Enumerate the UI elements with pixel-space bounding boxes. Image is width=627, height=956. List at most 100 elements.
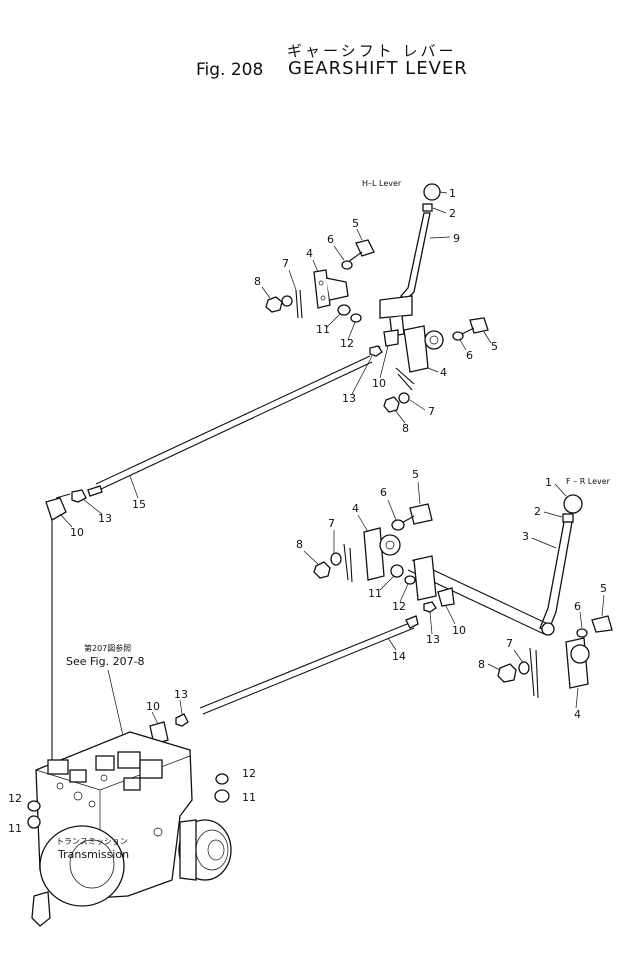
title-japanese: ギャーシフト レバー: [287, 42, 457, 60]
nut-13-upper: [369, 345, 383, 357]
washer-6-upper-right: [452, 331, 464, 341]
callout-11a: 11: [316, 323, 330, 336]
callout-1: 1: [449, 187, 456, 200]
see-fig-reference: 第207図参照 See Fig. 207-8: [66, 643, 145, 741]
loose-hardware: 12 11 12 11: [8, 767, 256, 835]
rod-15: 15: [87, 355, 373, 511]
transmission-japanese: トランスミッション: [56, 837, 128, 846]
nut-11-right: [214, 789, 230, 803]
bolt-5-upper: [355, 239, 375, 257]
washer-6-fr-right: [576, 628, 588, 638]
callout-8b: 8: [402, 422, 409, 435]
callout-12d: 12: [242, 767, 256, 780]
nut-11-left: [27, 815, 41, 829]
callout-4d: 4: [574, 708, 581, 721]
washer-6-fr-upper: [391, 519, 405, 531]
callout-6d: 6: [574, 600, 581, 613]
see-fig-label: See Fig. 207-8: [66, 655, 145, 668]
nut-11-upper: [337, 304, 351, 316]
callout-2: 2: [449, 207, 456, 220]
washer-8-fr-right: [518, 661, 530, 675]
bolt-5-upper-right: [469, 317, 489, 334]
hl-lever-9: [400, 212, 431, 301]
knob-1-fr: [563, 494, 583, 514]
callout-12c: 12: [8, 792, 22, 805]
callout-13c: 13: [426, 633, 440, 646]
transmission-label: Transmission: [57, 848, 129, 861]
callout-6a: 6: [327, 233, 334, 246]
cotter-pin-7-fr-left: [343, 543, 353, 583]
callout-12a: 12: [340, 337, 354, 350]
callout-5b: 5: [491, 340, 498, 353]
callout-4c: 4: [352, 502, 359, 515]
washer-6-upper: [341, 260, 353, 270]
lower-left-joint: 10 13: [45, 489, 112, 770]
callout-7b: 7: [428, 405, 435, 418]
nut-13-lower: [175, 713, 189, 727]
nut-8-upper-right: [383, 396, 400, 413]
figure-title: GEARSHIFT LEVER: [288, 58, 468, 79]
callout-11c: 11: [8, 822, 22, 835]
callout-10b: 10: [70, 526, 84, 539]
bracket-4-fr-left: [363, 527, 385, 581]
ball-joint-10-left: [45, 497, 67, 521]
callout-6b: 6: [466, 349, 473, 362]
figure-number: Fig. 208: [196, 60, 264, 80]
bracket-4-upper-right: [403, 325, 429, 373]
cotter-pin-7-upper: [295, 289, 303, 319]
callout-4b: 4: [440, 366, 447, 379]
hl-lever-assembly: H–L Lever 1 2 9 5 6 4 7: [254, 179, 498, 435]
callout-8c: 8: [296, 538, 303, 551]
cotter-pin-7-upper-right: [395, 367, 415, 391]
callout-4a: 4: [306, 247, 313, 260]
hl-lever-label: H–L Lever: [362, 179, 402, 188]
callout-14: 14: [392, 650, 406, 663]
nut-8-upper: [265, 296, 283, 313]
nut-2: [422, 203, 433, 212]
fr-lever-assembly: F – R Lever 1 2 3 5 6 4 7: [296, 468, 613, 721]
ball-joint-10-fr: [437, 587, 455, 607]
cotter-pin-7-fr-right: [529, 647, 539, 699]
see-fig-japanese: 第207図参照: [84, 643, 131, 653]
nut-8-fr-right: [497, 663, 517, 683]
rod-14: 14 13 10: [146, 615, 419, 745]
knob-1: [423, 183, 441, 201]
callout-10d: 10: [146, 700, 160, 713]
bolt-5-fr-upper: [409, 503, 433, 525]
callout-2b: 2: [534, 505, 541, 518]
washer-12-fr: [404, 575, 416, 585]
callout-7c: 7: [328, 517, 335, 530]
callout-5c: 5: [412, 468, 419, 481]
callout-10a: 10: [372, 377, 386, 390]
callout-11d: 11: [242, 791, 256, 804]
nut-13-fr: [423, 601, 437, 613]
callout-10c: 10: [452, 624, 466, 637]
washer-8-upper: [281, 295, 293, 307]
callout-15: 15: [132, 498, 146, 511]
ball-joint-10-upper: [383, 329, 399, 347]
fr-lever-label: F – R Lever: [566, 477, 611, 486]
callout-1b: 1: [545, 476, 552, 489]
washer-8-upper-right: [398, 392, 410, 404]
callout-3: 3: [522, 530, 529, 543]
transmission-housing: トランスミッション Transmission: [31, 731, 232, 927]
callout-7a: 7: [282, 257, 289, 270]
callout-13a: 13: [342, 392, 356, 405]
washer-12-left: [27, 800, 41, 812]
callout-5a: 5: [352, 217, 359, 230]
callout-6c: 6: [380, 486, 387, 499]
nut-2-fr: [562, 513, 574, 523]
callout-13d: 13: [174, 688, 188, 701]
callout-11b: 11: [368, 587, 382, 600]
callout-12b: 12: [392, 600, 406, 613]
callout-7d: 7: [506, 637, 513, 650]
ball-joint-10-lower: [149, 721, 169, 745]
callout-9: 9: [453, 232, 460, 245]
callout-5d: 5: [600, 582, 607, 595]
nut-11-fr: [390, 564, 404, 578]
callout-8d: 8: [478, 658, 485, 671]
callout-8a: 8: [254, 275, 261, 288]
bracket-4-upper: [313, 269, 331, 309]
callout-13b: 13: [98, 512, 112, 525]
